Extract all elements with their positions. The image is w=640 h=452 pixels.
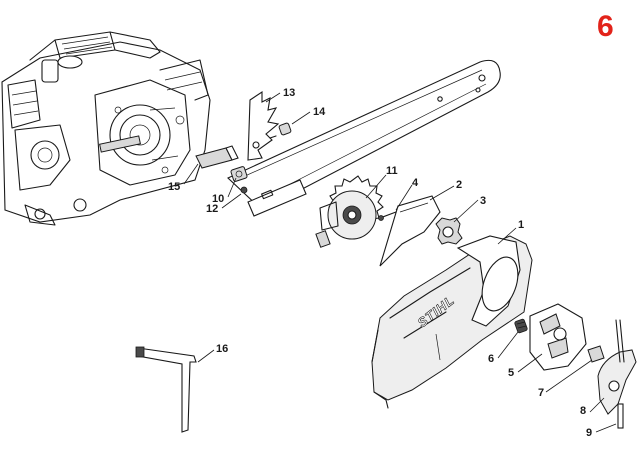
leader-lines bbox=[183, 92, 617, 433]
callout-14: 14 bbox=[313, 106, 326, 118]
bar-nut-part-3 bbox=[435, 217, 463, 245]
callout-6: 6 bbox=[488, 353, 494, 365]
bar-plate bbox=[247, 179, 307, 217]
callout-5: 5 bbox=[508, 367, 514, 379]
tensioner-plate-part-13 bbox=[247, 90, 280, 161]
washer-part-12 bbox=[240, 186, 248, 194]
sprocket-part-11 bbox=[315, 175, 384, 248]
deflector-plate-part-2 bbox=[379, 195, 441, 267]
pin-part-9 bbox=[617, 403, 624, 429]
callout-3: 3 bbox=[480, 195, 486, 207]
spring-part-6 bbox=[514, 318, 528, 334]
callout-7: 7 bbox=[538, 387, 544, 399]
callout-1: 1 bbox=[518, 219, 524, 231]
callout-13: 13 bbox=[283, 87, 295, 99]
callout-9: 9 bbox=[586, 427, 592, 439]
callout-12: 12 bbox=[206, 203, 218, 215]
callout-labels: 13 14 15 10 12 11 4 2 3 1 6 5 7 8 9 16 bbox=[168, 87, 592, 439]
callout-11: 11 bbox=[386, 165, 398, 177]
hex-key-part-16 bbox=[135, 346, 197, 433]
tensioner-slide-part-4 bbox=[378, 211, 397, 221]
catcher-plate-part-8 bbox=[597, 319, 637, 415]
callout-15: 15 bbox=[168, 181, 180, 193]
nut-part-10 bbox=[230, 166, 248, 182]
screw-part-14 bbox=[269, 122, 292, 139]
callout-2: 2 bbox=[456, 179, 462, 191]
callout-4: 4 bbox=[412, 177, 419, 189]
chain-catcher-part-5 bbox=[529, 303, 587, 371]
page-number: 6 bbox=[597, 10, 614, 43]
callout-10: 10 bbox=[212, 193, 224, 205]
callout-8: 8 bbox=[580, 405, 586, 417]
block-part-7 bbox=[587, 345, 605, 363]
engine-housing bbox=[1, 31, 211, 226]
bar-stud-block-part-15 bbox=[195, 145, 239, 169]
sprocket-cover-part-1: STIHL bbox=[371, 235, 533, 409]
callout-16: 16 bbox=[216, 343, 228, 355]
